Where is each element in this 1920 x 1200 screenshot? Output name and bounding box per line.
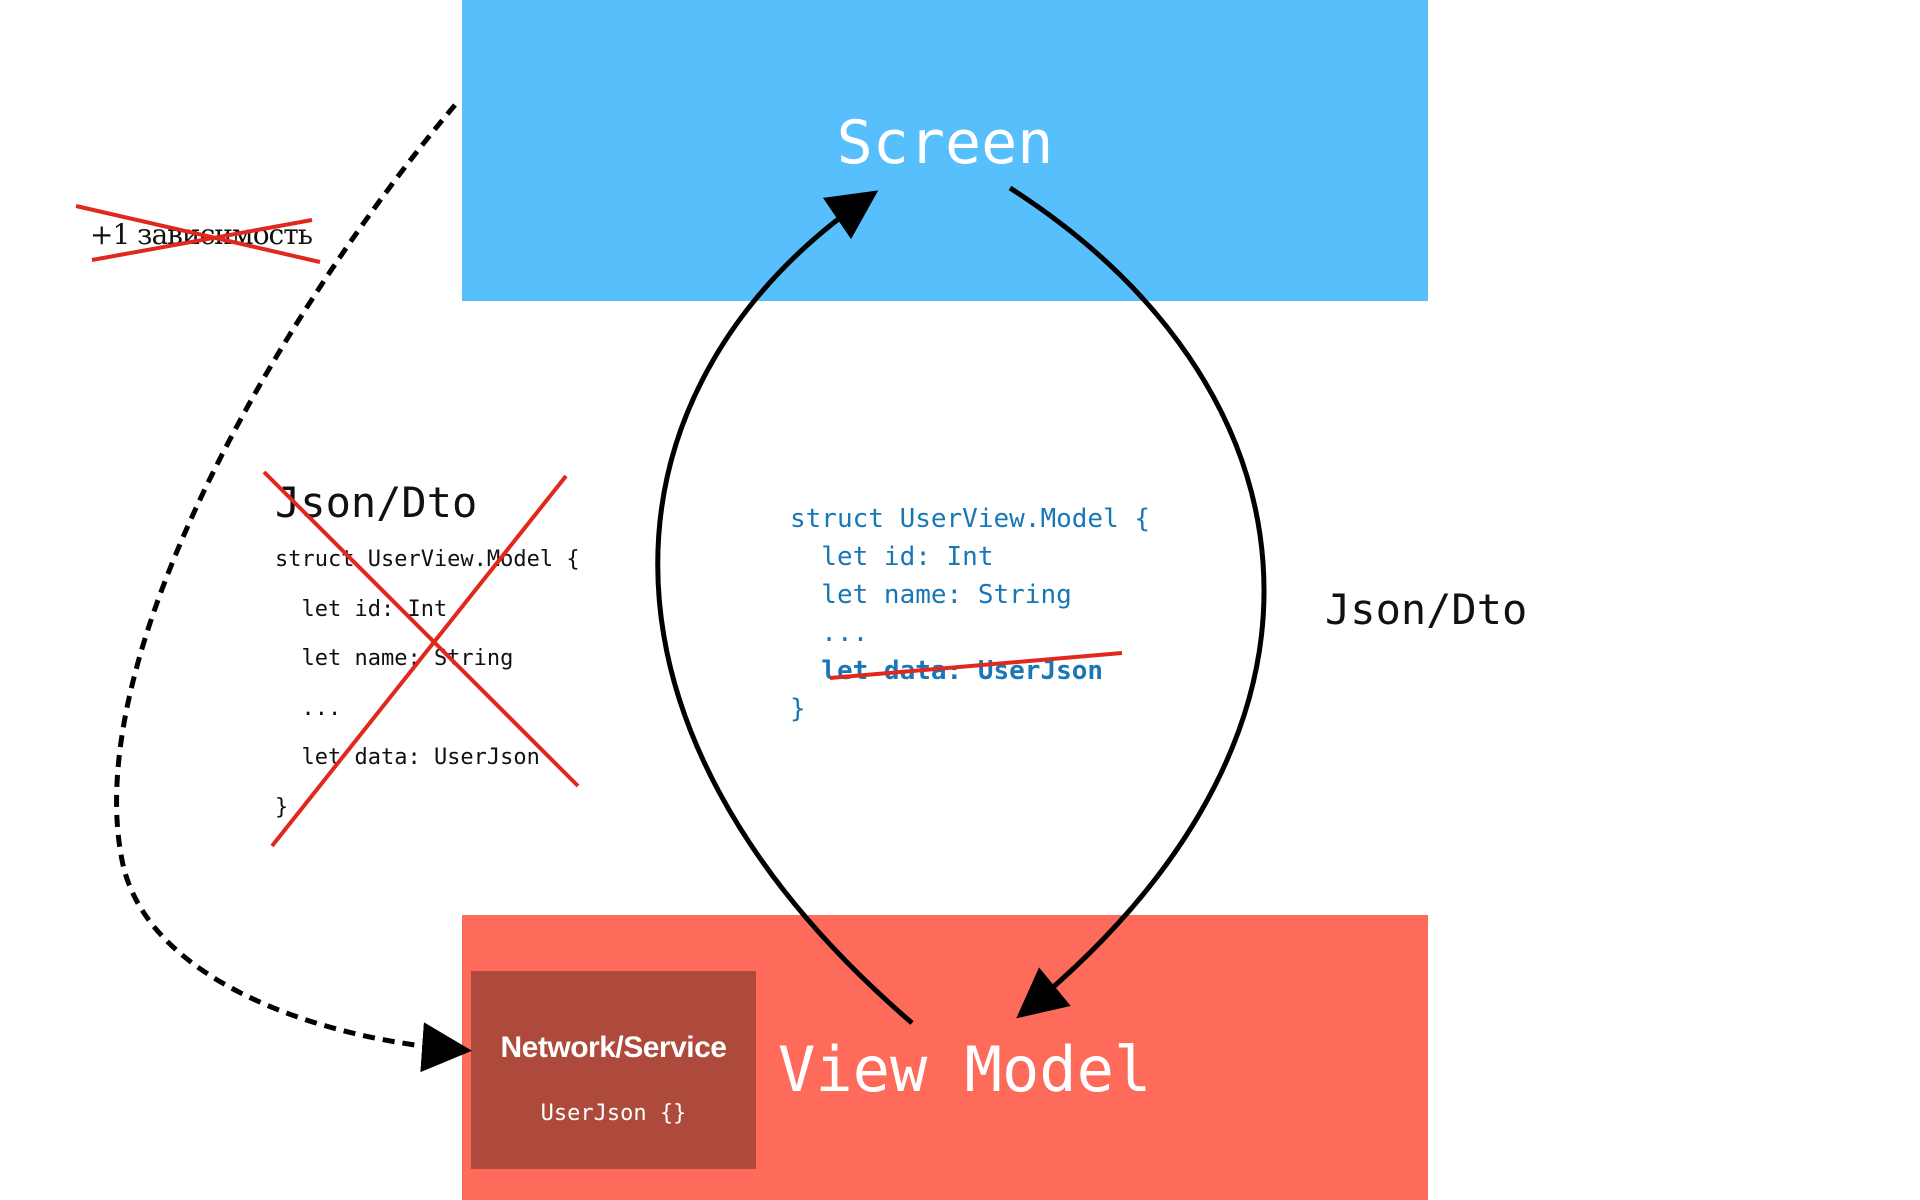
code-line: } (790, 694, 806, 724)
network-service-block: Network/Service UserJson {} (471, 971, 756, 1169)
code-line: let id: Int (790, 542, 994, 572)
middle-code-block: struct UserView.Model { let id: Int let … (790, 500, 1150, 728)
network-service-title: Network/Service (500, 1031, 727, 1064)
dependency-arrow (114, 103, 472, 1073)
view-model-block: Network/Service UserJson {} View Model (462, 915, 1428, 1200)
right-json-dto-label: Json/Dto (1325, 585, 1528, 634)
code-line: let id: Int (275, 596, 448, 622)
view-model-title: View Model (778, 1033, 1152, 1106)
middle-code-strike (829, 651, 1123, 680)
code-line: let name: String (790, 580, 1072, 610)
left-code-cross-2 (270, 474, 568, 848)
dependency-strike-1 (75, 204, 321, 264)
code-line: struct UserView.Model { (790, 504, 1151, 534)
code-line: let name: String (275, 646, 514, 671)
network-service-subtitle: UserJson {} (540, 1101, 687, 1126)
arrow-down-to-view-model (1008, 185, 1267, 1019)
code-line: let data: UserJson (275, 745, 540, 770)
left-code-block: Json/Dto struct UserView.Model { let id:… (275, 478, 580, 832)
code-line: } (275, 794, 289, 820)
dependency-strike-2 (91, 218, 313, 262)
code-line: ... (790, 618, 869, 648)
screen-title: Screen (836, 108, 1054, 178)
code-line: ... (275, 695, 342, 721)
code-line: struct UserView.Model { (275, 547, 580, 572)
arrow-up-to-screen (655, 190, 914, 1025)
left-code-cross-1 (262, 470, 580, 788)
screen-block: Screen (462, 0, 1428, 301)
